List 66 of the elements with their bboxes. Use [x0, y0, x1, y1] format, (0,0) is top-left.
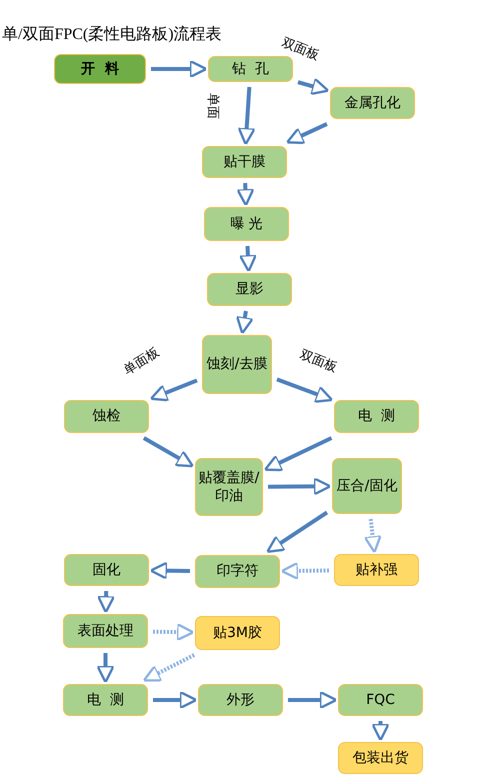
process-box — [64, 400, 149, 433]
step-label: 蚀刻/去膜 — [206, 355, 268, 374]
process-box — [195, 616, 280, 650]
process-box — [195, 555, 280, 588]
arrow — [264, 436, 332, 472]
arrow — [276, 378, 334, 404]
arrow — [236, 310, 254, 334]
arrow — [297, 77, 330, 96]
arrow — [238, 86, 256, 146]
edge-label: 双面板 — [297, 348, 339, 376]
step-label: 开 料 — [81, 60, 119, 78]
process-box — [338, 684, 423, 716]
arrow — [266, 510, 328, 553]
step-label: 印字符 — [216, 562, 258, 581]
arrow — [268, 477, 332, 496]
arrow — [153, 690, 198, 710]
arrow — [280, 562, 330, 580]
process-box — [63, 684, 148, 716]
step-label: 表面处理 — [78, 622, 134, 640]
step-label: 贴补强 — [356, 560, 398, 580]
process-box — [204, 207, 289, 241]
edge-label: 单面 — [204, 93, 220, 119]
step-label: 贴3M胶 — [213, 624, 262, 642]
step-label: 蚀检 — [92, 407, 120, 426]
process-box — [54, 54, 146, 84]
process-box — [63, 614, 148, 648]
step-label: FQC — [366, 690, 395, 710]
step-label: 固化 — [92, 560, 120, 580]
process-box — [64, 554, 149, 586]
diagram-title: 单/双面FPC(柔性电路板)流程表 — [2, 24, 222, 45]
arrow — [288, 690, 338, 710]
process-box — [202, 335, 272, 394]
arrow — [150, 378, 198, 402]
step-label: 外形 — [226, 690, 254, 710]
process-box — [332, 458, 402, 514]
step-label: 钻 孔 — [232, 60, 269, 78]
process-box — [334, 554, 419, 586]
process-box — [330, 87, 415, 119]
arrow — [364, 518, 382, 554]
step-label: 显影 — [236, 280, 264, 299]
arrow — [152, 622, 194, 642]
process-box — [207, 273, 292, 306]
step-label: 电 测 — [87, 690, 124, 710]
process-box — [195, 458, 263, 516]
process-box — [202, 146, 287, 178]
step-label: 贴干膜 — [224, 152, 266, 172]
arrow — [151, 60, 208, 78]
step-label: 贴覆盖膜/印油 — [198, 468, 260, 506]
arrow — [236, 182, 255, 206]
process-box — [198, 684, 283, 716]
step-label: 曝 光 — [230, 214, 263, 234]
arrow — [286, 122, 328, 144]
step-label: 包装出货 — [352, 748, 408, 768]
step-label: 电 测 — [358, 407, 395, 426]
step-label: 金属孔化 — [344, 94, 400, 112]
step-label: 压合/固化 — [336, 476, 398, 496]
process-box — [338, 742, 423, 774]
arrow — [96, 590, 116, 614]
arrow — [142, 436, 194, 468]
arrow — [96, 653, 115, 684]
arrow — [238, 246, 258, 272]
arrow — [371, 721, 390, 742]
process-box — [334, 400, 419, 433]
arrow — [150, 562, 190, 580]
process-box — [208, 56, 293, 82]
arrow — [142, 653, 196, 682]
